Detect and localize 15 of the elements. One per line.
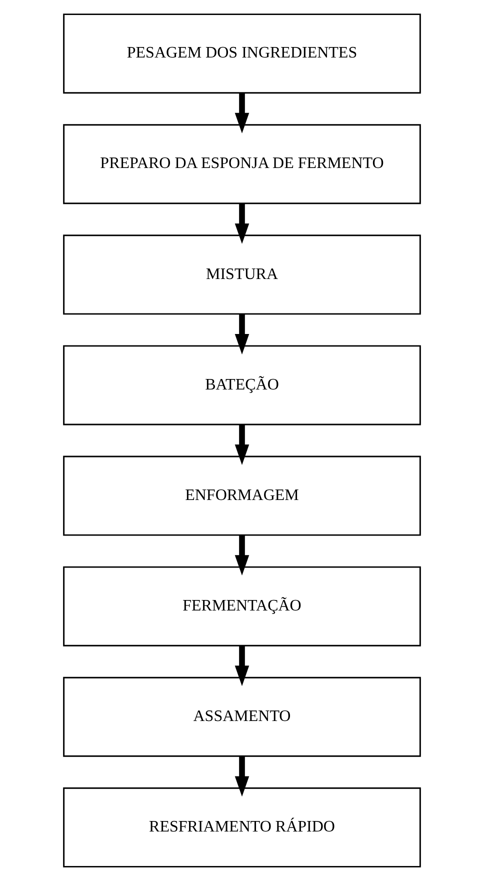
arrow: [234, 424, 250, 465]
node-box: FERMENTAÇÃO: [63, 566, 421, 646]
arrow: [234, 756, 250, 797]
arrow: [234, 93, 250, 134]
node-box: ASSAMENTO: [63, 676, 421, 757]
node-box: PREPARO DA ESPONJA DE FERMENTO: [63, 124, 421, 204]
node-box: ENFORMAGEM: [63, 456, 421, 536]
arrow: [234, 314, 250, 354]
node-box: RESFRIAMENTO RÁPIDO: [63, 787, 421, 868]
arrow: [234, 535, 250, 576]
node-box: BATEÇÃO: [63, 345, 421, 426]
arrow: [234, 646, 250, 686]
node-box: MISTURA: [63, 234, 421, 315]
node-box: PESAGEM DOS INGREDIENTES: [63, 14, 421, 94]
arrow: [234, 204, 250, 244]
